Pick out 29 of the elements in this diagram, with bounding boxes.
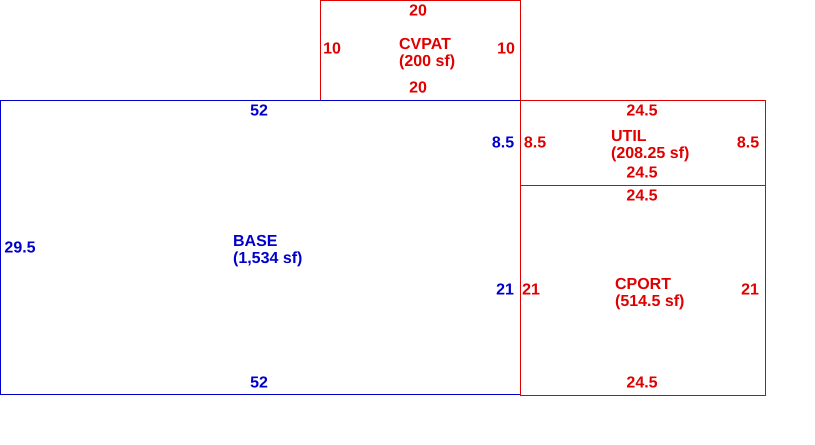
area-label: (514.5 sf) (615, 293, 684, 310)
dimension-label: 10 (323, 40, 341, 58)
room-outline (520, 100, 766, 186)
dimension-label: 20 (409, 80, 427, 96)
dimension-label: 20 (409, 2, 427, 20)
dimension-label: 52 (250, 102, 268, 120)
room-name: UTIL (611, 128, 647, 145)
room-outline (520, 185, 766, 396)
dimension-label: 10 (497, 40, 515, 58)
area-label: (200 sf) (399, 53, 456, 70)
room-outline (320, 0, 521, 101)
dimension-label: 8.5 (492, 134, 514, 152)
room-outline (0, 100, 521, 395)
dimension-label: 21 (522, 282, 540, 298)
dimension-label: 24.5 (626, 164, 658, 182)
dimension-label: 24.5 (626, 188, 658, 204)
area-label: (1,534 sf) (233, 250, 302, 267)
dimension-label: 52 (250, 374, 268, 392)
room-name: CVPAT (399, 36, 451, 53)
dimension-label: 21 (496, 282, 514, 298)
room-name: CPORT (615, 276, 671, 293)
dimension-label: 8.5 (524, 134, 546, 152)
room-name: BASE (233, 233, 278, 250)
area-label: (208.25 sf) (611, 145, 690, 162)
dimension-label: 24.5 (626, 102, 658, 120)
dimension-label: 8.5 (736, 134, 760, 152)
dimension-label: 24.5 (626, 374, 658, 392)
dimension-label: 29.5 (4, 240, 36, 256)
dimension-label: 21 (741, 282, 759, 298)
